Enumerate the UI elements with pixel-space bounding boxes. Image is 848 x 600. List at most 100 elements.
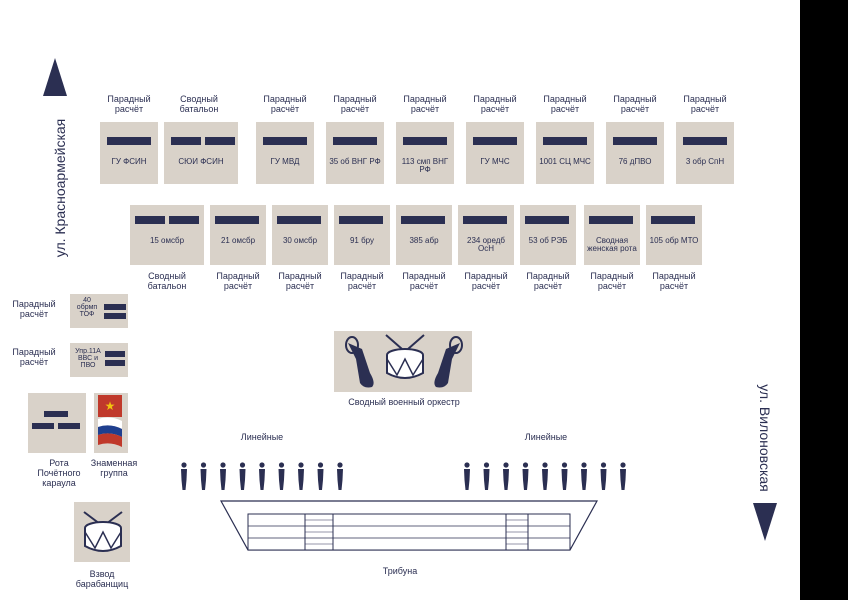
tribune-shape [220,500,598,551]
lineman-figure-icon [259,462,265,490]
left-unit-2-tile: Упр.11А ВВС и ПВО [70,343,128,377]
second-row-unit-label: Сводная женская рота [587,236,637,253]
down-arrow-icon [753,503,777,541]
top-row-caption: Парадный расчёт [543,94,587,114]
orchestra-tile [334,331,472,392]
top-row-unit-label: 76 дПВО [618,157,652,166]
drummers-caption: Взвод барабанщиц [75,569,129,589]
top-row-unit-tile: 3 обр СпН [676,122,734,184]
second-row-unit-tile: 234 оредб ОсН [458,205,514,265]
svg-text:★: ★ [105,399,116,413]
orchestra-instruments-icon [345,334,463,388]
honor-guard-caption: Рота Почётного караула [37,458,81,488]
top-row-unit-tile: 76 дПВО [606,122,664,184]
banner-group-tile: ★ [94,393,128,453]
troop-block-icon [683,137,727,145]
top-row-caption: Парадный расчёт [107,94,151,114]
linemen-right-figures [464,462,626,490]
left-unit-1-caption: Парадный расчёт [12,299,56,319]
troop-block-icon [107,137,151,145]
troop-block-icon [463,216,507,224]
left-unit-2-label: Упр.11А ВВС и ПВО [75,348,101,369]
lineman-figure-icon [317,462,324,490]
top-row-caption: Сводный батальон [179,94,219,114]
top-row-caption: Парадный расчёт [473,94,517,114]
second-row-caption: Парадный расчёт [526,271,570,291]
second-row-unit-label: 15 омсбр [149,236,185,245]
lineman-figure-icon [503,462,509,490]
second-row-unit-tile: 21 омсбр [210,205,266,265]
second-row-unit-tile: 53 об РЭБ [520,205,576,265]
banner-group-caption: Знаменная группа [90,458,138,478]
tribune-caption: Трибуна [382,566,418,576]
honor-guard-tile [28,393,86,453]
linemen-left-figures [181,462,343,490]
troop-block-icon [401,216,445,224]
second-row-unit-label: 91 бру [349,236,375,245]
top-row-unit-label: СЮИ ФСИН [178,157,224,166]
lineman-figure-icon [581,462,587,490]
top-row-unit-tile: ГУ МЧС [466,122,524,184]
lineman-figure-icon [483,462,490,490]
top-row-unit-label: 113 смп ВНГ РФ [401,157,449,174]
top-row-unit-label: 35 об ВНГ РФ [329,157,381,166]
second-row-caption: Парадный расчёт [464,271,508,291]
second-row-unit-label: 234 оредб ОсН [467,236,505,253]
lineman-figure-icon [239,462,246,490]
street-right-label: ул. Вилоновская [757,384,773,492]
top-row-caption: Парадный расчёт [333,94,377,114]
troop-block-icon [215,216,259,224]
top-row-unit-label: ГУ ФСИН [111,157,147,166]
lineman-figure-icon [561,462,568,490]
top-row-unit-tile: 113 смп ВНГ РФ [396,122,454,184]
linemen-right-caption: Линейные [524,432,568,442]
top-row-unit-tile: ГУ МВД [256,122,314,184]
lineman-figure-icon [542,462,548,490]
second-row-unit-tile: 91 бру [334,205,390,265]
top-row-unit-tile: СЮИ ФСИН [164,122,238,184]
second-row-caption: Сводный батальон [147,271,187,291]
second-row-caption: Парадный расчёт [402,271,446,291]
top-row-unit-tile: 1001 СЦ МЧС [536,122,594,184]
second-row-unit-tile: 385 абр [396,205,452,265]
right-black-band [800,0,848,600]
top-row-caption: Парадный расчёт [683,94,727,114]
orchestra-caption: Сводный военный оркестр [348,397,460,407]
top-row-unit-label: 3 обр СпН [685,157,725,166]
top-row-unit-label: ГУ МВД [270,157,300,166]
second-row-caption: Парадный расчёт [652,271,696,291]
top-row-caption: Парадный расчёт [263,94,307,114]
troop-block-icon [525,216,569,224]
troop-block-icon [333,137,377,145]
troop-block-icon [403,137,447,145]
lineman-figure-icon [464,462,470,490]
lineman-figure-icon [337,462,343,490]
troop-block-icon [104,304,126,319]
lineman-figure-icon [278,462,285,490]
top-row-unit-tile: 35 об ВНГ РФ [326,122,384,184]
lineman-figure-icon [181,462,187,490]
troop-block-icon [171,137,235,145]
lineman-figure-icon [298,462,304,490]
second-row-unit-tile: 15 омсбр [130,205,204,265]
second-row-unit-label: 385 абр [409,236,439,245]
left-unit-1-tile: 40 обрмп ТОФ [70,294,128,328]
lineman-figure-icon [620,462,626,490]
drum-icon [83,511,123,552]
second-row-unit-tile: Сводная женская рота [584,205,640,265]
troop-block-icon [543,137,587,145]
up-arrow-icon [43,58,67,96]
top-row-caption: Парадный расчёт [613,94,657,114]
second-row-unit-label: 53 об РЭБ [528,236,568,245]
troop-block-icon [263,137,307,145]
troop-block-icon [613,137,657,145]
honor-guard-troops-icon [32,411,80,429]
flags-icon: ★ [98,395,122,447]
troop-block-icon [589,216,633,224]
troop-block-icon [651,216,695,224]
top-row-caption: Парадный расчёт [403,94,447,114]
second-row-caption: Парадный расчёт [278,271,322,291]
second-row-unit-tile: 105 обр МТО [646,205,702,265]
second-row-unit-label: 30 омсбр [282,236,318,245]
troop-block-icon [339,216,383,224]
